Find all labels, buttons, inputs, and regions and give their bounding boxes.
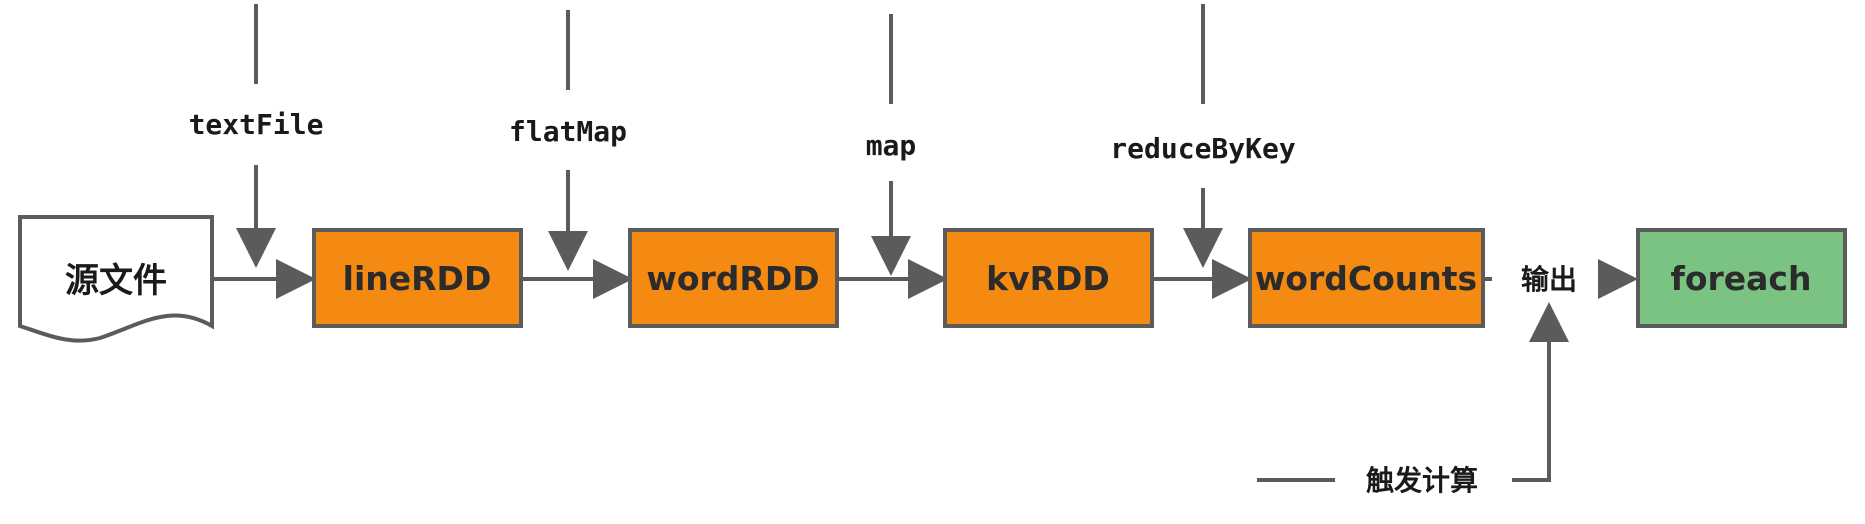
op-label-map: map: [866, 129, 917, 162]
node-foreach-box: [1636, 228, 1847, 328]
trigger-arrow-path: [1512, 302, 1569, 482]
op-label-flatmap: flatMap: [509, 115, 627, 148]
node-wordcounts-label: wordCounts: [1255, 259, 1477, 298]
trigger-label: 触发计算: [1366, 464, 1478, 497]
node-foreach-label: foreach: [1670, 259, 1811, 298]
node-linerdd: lineRDD: [312, 228, 523, 328]
source-file-node: 源文件: [18, 215, 214, 343]
node-linerdd-label: lineRDD: [343, 259, 492, 298]
node-wordrdd-box: [628, 228, 839, 328]
node-wordcounts-box: [1248, 228, 1485, 328]
source-file-shape: [18, 215, 214, 343]
op-label-reducebykey: reduceByKey: [1110, 132, 1296, 165]
node-kvrdd-box: [943, 228, 1154, 328]
node-wordrdd-label: wordRDD: [646, 259, 819, 298]
node-kvrdd-label: kvRDD: [986, 259, 1110, 298]
node-foreach: foreach: [1636, 228, 1847, 328]
op-label-textfile: textFile: [189, 108, 324, 141]
output-label: 输出: [1521, 263, 1577, 296]
node-wordrdd: wordRDD: [628, 228, 839, 328]
node-kvrdd: kvRDD: [943, 228, 1154, 328]
source-file-label: 源文件: [65, 261, 167, 301]
node-wordcounts: wordCounts: [1248, 228, 1485, 328]
node-linerdd-box: [312, 228, 523, 328]
